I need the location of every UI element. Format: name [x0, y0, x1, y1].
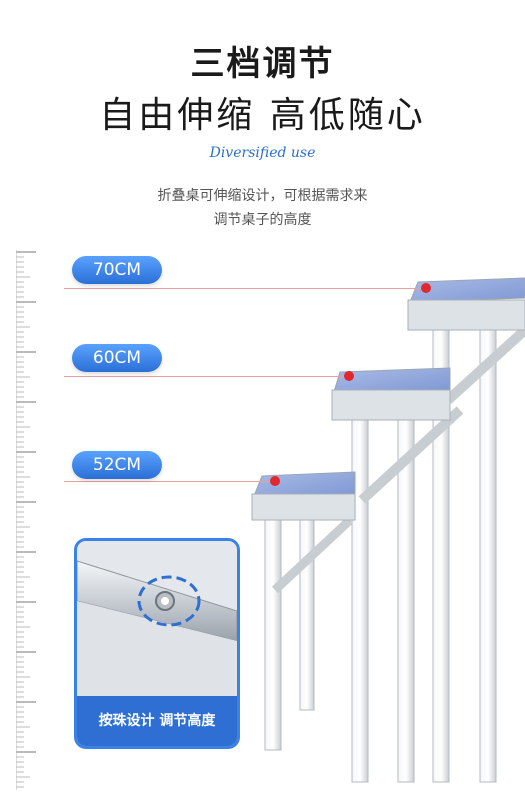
detail-card: 按珠设计 调节高度	[74, 538, 240, 749]
guide-line-60	[64, 376, 349, 377]
button-closeup-image	[77, 541, 237, 696]
description: 折叠桌可伸缩设计，可根据需求来 调节桌子的高度	[0, 184, 525, 232]
table-52cm	[251, 471, 356, 751]
guide-line-70	[64, 288, 426, 289]
guide-line-52	[64, 481, 275, 482]
detail-caption: 按珠设计 调节高度	[77, 696, 237, 746]
marker-dot-60	[344, 371, 354, 381]
height-pill-60: 60CM	[72, 344, 162, 372]
height-pill-52: 52CM	[72, 451, 162, 479]
title-line-1: 三档调节	[190, 44, 335, 84]
table-60cm	[331, 367, 464, 783]
description-line-1: 折叠桌可伸缩设计，可根据需求来	[157, 188, 368, 204]
description-line-2: 调节桌子的高度	[213, 212, 312, 228]
script-subtitle: Diversified use	[209, 145, 316, 161]
height-ruler	[16, 250, 36, 790]
height-pill-70: 70CM	[72, 256, 162, 284]
title-line-2: 自由伸缩 高低随心	[99, 95, 426, 136]
marker-dot-52	[270, 476, 280, 486]
table-70cm	[407, 277, 525, 783]
marker-dot-70	[421, 283, 431, 293]
